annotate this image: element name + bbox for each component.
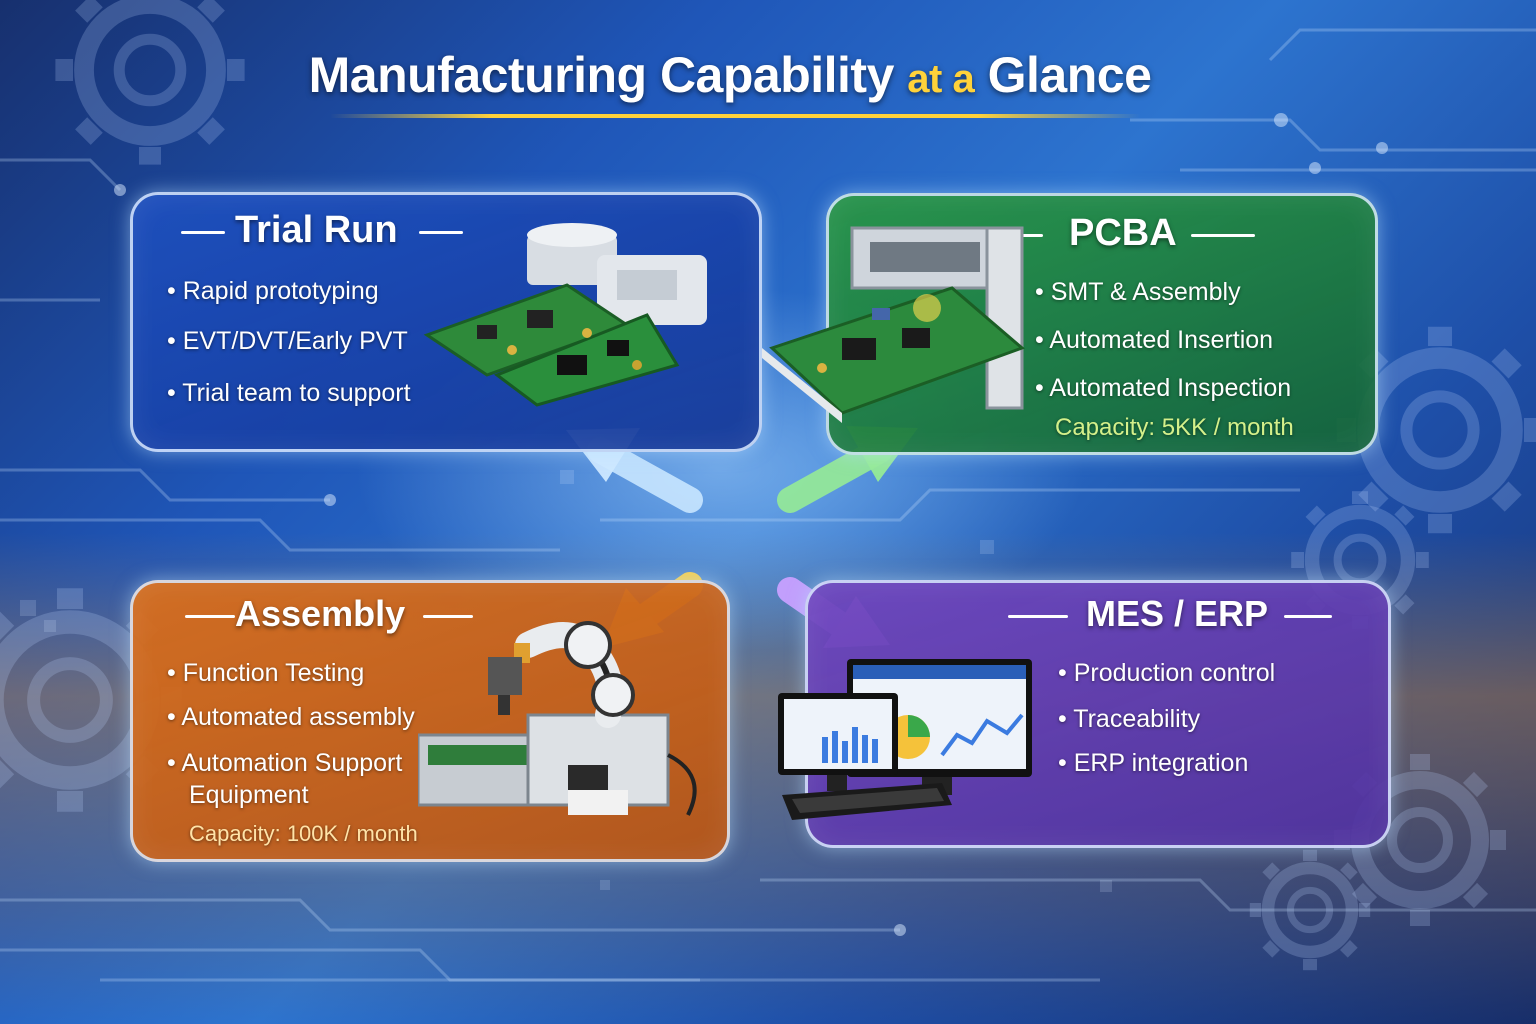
list-item: Function Testing: [167, 659, 365, 688]
list-item: Trial team to support: [167, 379, 410, 408]
title-dash-right: [423, 615, 473, 618]
list-item: Automated Insertion: [1035, 326, 1273, 355]
pcba-title: PCBA: [1069, 212, 1177, 254]
title-dash-right: [1191, 234, 1255, 237]
list-item: Automated Inspection: [1035, 374, 1291, 403]
list-item: Rapid prototyping: [167, 277, 379, 306]
circuit-traces: [0, 28, 1536, 982]
list-item-continuation: Equipment: [189, 781, 309, 809]
trial-run-title: Trial Run: [235, 209, 398, 251]
smt-machine-icon: [762, 226, 1025, 423]
title-dash-left: [185, 615, 235, 618]
trial-run-panel: Trial Run Rapid prototyping EVT/DVT/Earl…: [130, 192, 762, 452]
title-dash-left: [1008, 615, 1068, 618]
list-item: Traceability: [1058, 705, 1200, 734]
title-underline: [330, 114, 1140, 118]
list-item: ERP integration: [1058, 749, 1249, 778]
title-main: Manufacturing Capability: [308, 47, 908, 103]
pcb-board-icon: [423, 223, 707, 407]
mes-erp-title: MES / ERP: [1086, 593, 1269, 634]
title-dash-right: [1284, 615, 1332, 618]
list-item: SMT & Assembly: [1035, 278, 1241, 307]
page-title: Manufacturing Capability at a Glance: [0, 46, 1460, 104]
list-item: EVT/DVT/Early PVT: [167, 327, 408, 356]
pcba-capacity: Capacity: 5KK / month: [1055, 414, 1294, 441]
list-item: Automated assembly: [167, 703, 414, 732]
list-item: Automation Support: [167, 749, 402, 778]
list-item: Production control: [1058, 659, 1276, 688]
title-accent: at a: [907, 57, 975, 101]
robot-arm-icon: [418, 621, 697, 816]
title-dash-right: [419, 231, 463, 234]
assembly-capacity: Capacity: 100K / month: [189, 821, 418, 846]
title-dash-left: [181, 231, 225, 234]
computer-monitor-icon: [778, 659, 1032, 820]
title-end: Glance: [974, 47, 1152, 103]
assembly-title: Assembly: [235, 593, 406, 634]
